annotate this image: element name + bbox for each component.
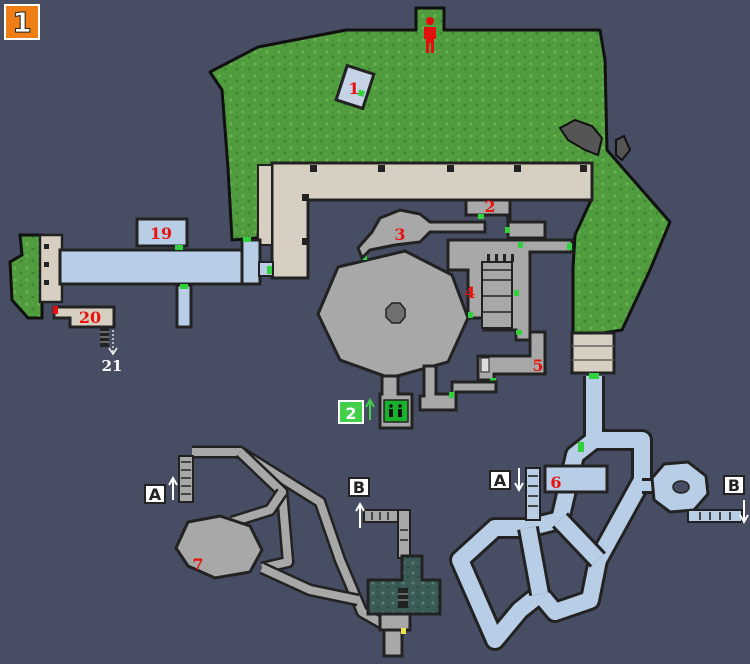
connector-b-left[interactable]: B: [348, 477, 370, 528]
arrow-down-icon: [514, 468, 524, 493]
ice-hall-west: [58, 237, 274, 329]
connector-a-label: A: [149, 485, 162, 504]
room-label-2: 2: [484, 197, 495, 216]
floor-badge: 1: [4, 4, 40, 40]
room-label-1: 1: [348, 79, 359, 98]
ice-octagon-room[interactable]: [650, 460, 710, 514]
connector-a-label: A: [494, 471, 507, 490]
room-19[interactable]: 19: [135, 217, 189, 250]
room-6[interactable]: 6: [543, 464, 609, 494]
elevator-icon: [389, 404, 402, 417]
stone-walkway: [257, 161, 594, 280]
room-4-complex[interactable]: 4: [446, 238, 574, 342]
flooded-room[interactable]: [366, 554, 442, 616]
room-20[interactable]: 20 21: [52, 305, 123, 375]
floor-number: 1: [12, 6, 31, 39]
room-3[interactable]: 3: [356, 208, 487, 261]
rock-icon: [558, 118, 604, 157]
ice-cave: [449, 373, 660, 651]
room-label-21: 21: [102, 357, 123, 375]
room-7[interactable]: 7: [174, 514, 264, 580]
floor-2-label: 2: [345, 404, 356, 423]
elevator-room[interactable]: [378, 374, 414, 430]
room-label-6: 6: [550, 473, 561, 492]
connector-a-left[interactable]: A: [144, 475, 178, 504]
room-label-5: 5: [532, 356, 543, 375]
stairs-up-to-2[interactable]: 2: [338, 397, 375, 424]
room-label-20: 20: [79, 308, 101, 327]
room-1[interactable]: 1: [334, 63, 376, 111]
arrow-up-icon: [365, 397, 375, 420]
connector-a-right[interactable]: A: [489, 468, 524, 493]
stairs-b-left[interactable]: [363, 509, 411, 559]
person-icon: [424, 17, 436, 53]
central-octagon-room[interactable]: [316, 249, 470, 380]
connector-b-right[interactable]: B: [723, 475, 749, 525]
room-2[interactable]: 2: [464, 197, 547, 240]
connector-b-label: B: [353, 478, 365, 497]
arrow-up-icon: [168, 475, 178, 500]
arrow-up-icon: [355, 501, 365, 528]
stairs-a-right[interactable]: [525, 467, 541, 521]
stairs-b-right[interactable]: [687, 509, 743, 523]
room-label-4: 4: [464, 283, 475, 302]
room-label-7: 7: [192, 555, 203, 574]
left-grass-patch: [8, 233, 64, 320]
rock-icon: [615, 134, 632, 162]
arrow-down-icon: [739, 500, 749, 525]
room-label-3: 3: [394, 225, 405, 244]
room-label-19: 19: [150, 224, 172, 243]
room-5[interactable]: 5: [476, 330, 547, 383]
stairs-right[interactable]: [570, 331, 616, 375]
south-corridor-gray: [418, 364, 498, 412]
stairs-a-left[interactable]: [178, 455, 194, 503]
connector-b-label: B: [728, 476, 740, 495]
